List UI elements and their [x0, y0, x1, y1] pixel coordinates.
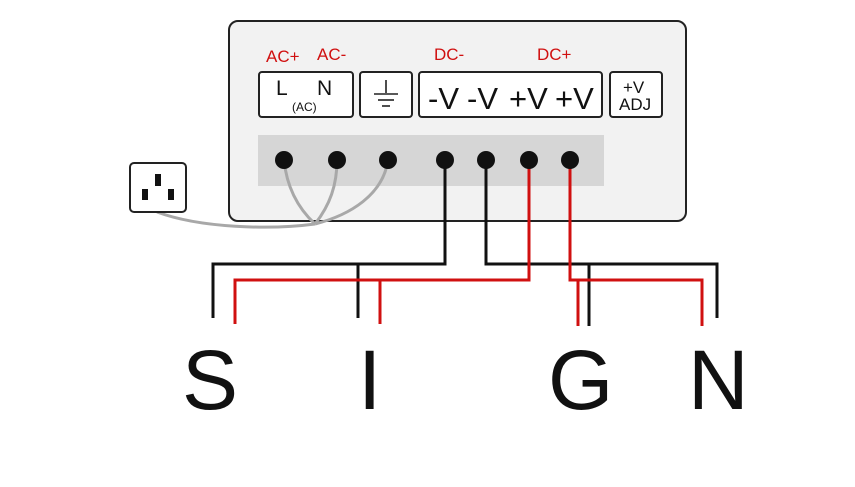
- label-dc-plus: DC+: [537, 45, 572, 64]
- dc-negative-wires: [211, 160, 719, 326]
- terminal-v-minus-2: -V: [467, 81, 498, 116]
- sign-letter-n: N: [688, 333, 749, 427]
- terminal-ac-label: (AC): [292, 100, 317, 114]
- terminal-ground: [359, 71, 413, 118]
- terminal-v-plus-1: +V: [509, 81, 548, 116]
- dc-positive-wires: [233, 160, 704, 326]
- screw-v-plus-1: [520, 151, 538, 169]
- ground-symbol-icon: [374, 80, 398, 107]
- adj-top-label: +V: [623, 78, 645, 97]
- terminal-n-label: N: [317, 77, 332, 100]
- screw-v-minus-1: [436, 151, 454, 169]
- adj-bottom-label: ADJ: [619, 95, 651, 114]
- sign-letter-s: S: [182, 333, 238, 427]
- terminal-v-plus-2: +V: [555, 81, 594, 116]
- sign-letter-g: G: [548, 333, 613, 427]
- terminal-dc-outputs: -V -V +V +V: [418, 71, 603, 118]
- label-dc-minus: DC-: [434, 45, 464, 64]
- terminal-l-label: L: [276, 77, 288, 100]
- label-ac-minus: AC-: [317, 45, 346, 64]
- terminal-ln: L N (AC): [258, 71, 354, 118]
- power-outlet-icon: [129, 162, 187, 213]
- screw-l: [275, 151, 293, 169]
- screw-ground: [379, 151, 397, 169]
- terminal-v-adjust: +V ADJ: [609, 71, 663, 118]
- label-ac-plus: AC+: [266, 47, 300, 66]
- screw-n: [328, 151, 346, 169]
- terminal-screws: [275, 151, 579, 169]
- terminal-strip: [258, 135, 604, 186]
- sign-letter-i: I: [358, 333, 381, 427]
- screw-v-plus-2: [561, 151, 579, 169]
- terminal-v-minus-1: -V: [428, 81, 459, 116]
- screw-v-minus-2: [477, 151, 495, 169]
